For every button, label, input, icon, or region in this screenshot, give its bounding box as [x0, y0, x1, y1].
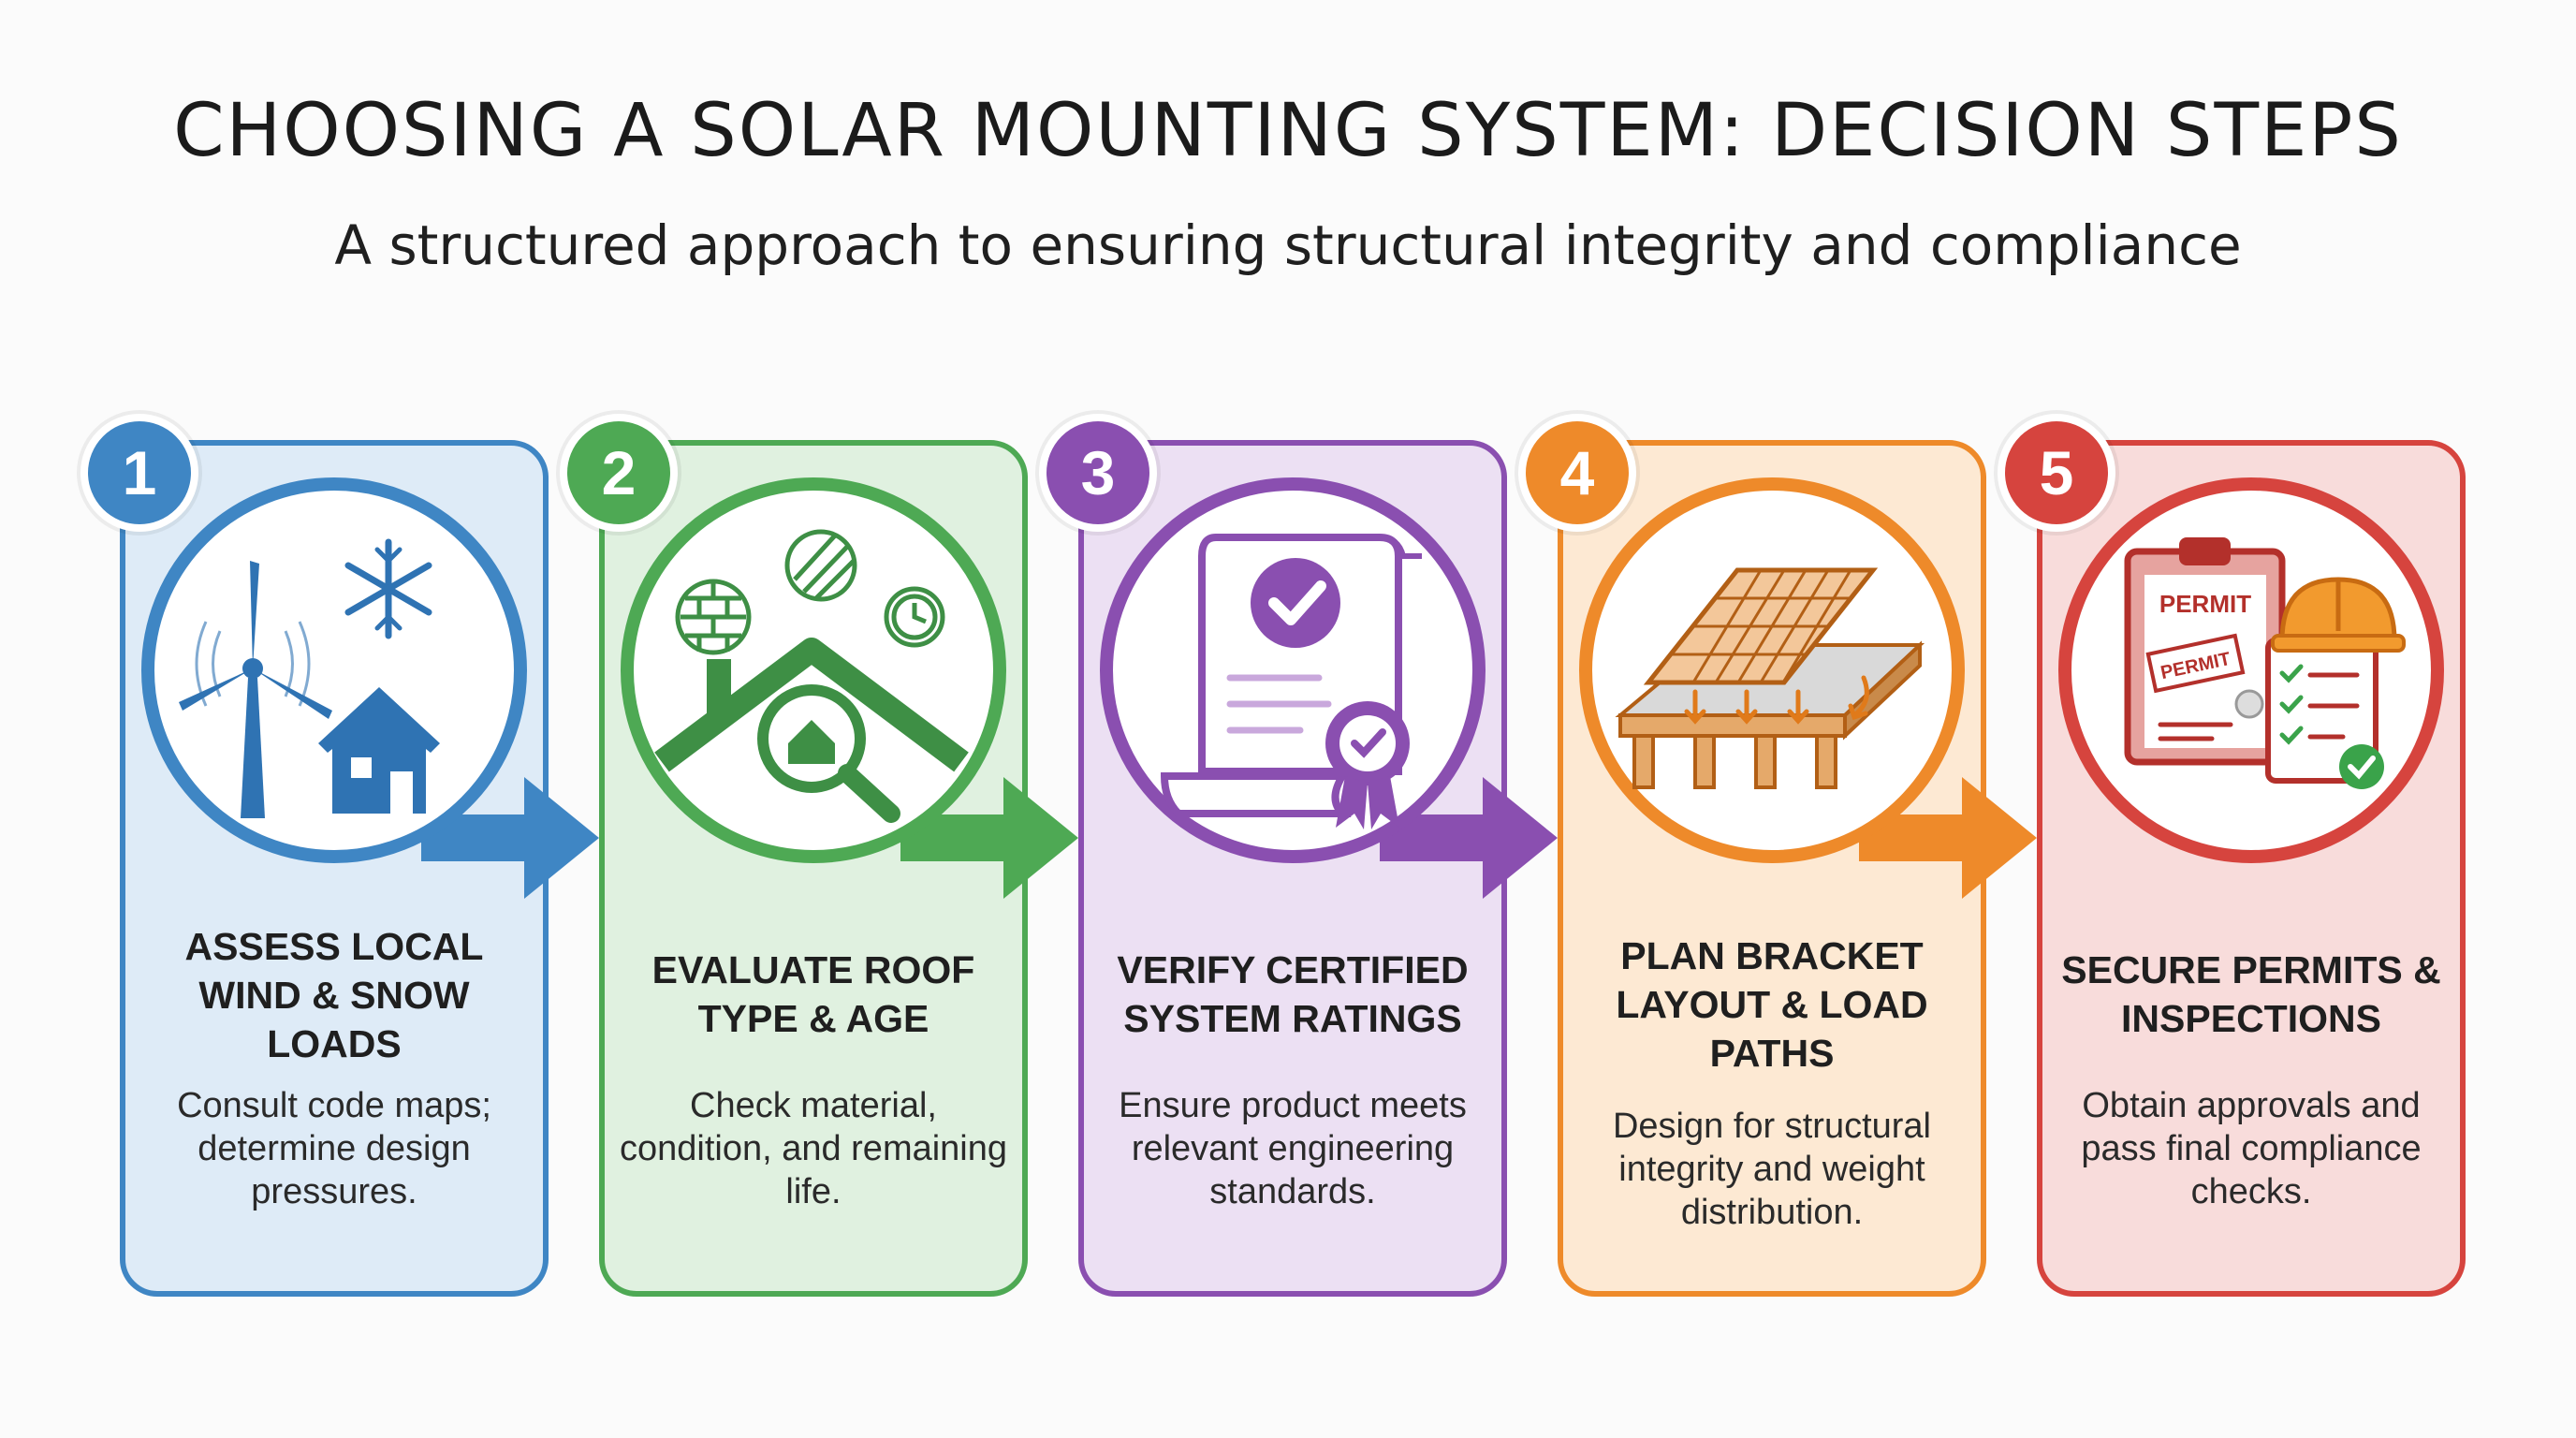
solar-panel-rafters-icon	[1615, 567, 1925, 789]
step-description: Obtain approvals and pass final complian…	[2081, 1086, 2422, 1211]
page-title: CHOOSING A SOLAR MOUNTING SYSTEM: DECISI…	[173, 89, 2403, 173]
step-number-badge: 4	[1518, 414, 1636, 532]
permit-heading-text: PERMIT	[2159, 590, 2251, 618]
step-icon-circle	[141, 477, 527, 863]
step-icon-circle: PERMIT PERMIT	[2058, 477, 2444, 863]
step-icon-circle	[1579, 477, 1965, 863]
permit-checklist-hardhat-icon: PERMIT PERMIT	[2124, 537, 2406, 789]
step-icon-circle	[1100, 477, 1486, 863]
step-title: SECURE PERMITS & INSPECTIONS	[2061, 948, 2441, 1040]
step-description: Ensure product meets relevant engineerin…	[1119, 1086, 1467, 1211]
roof-inspection-icon	[654, 529, 969, 823]
step-description: Design for structural integrity and weig…	[1612, 1107, 1931, 1232]
page-subtitle: A structured approach to ensuring struct…	[334, 213, 2242, 277]
arrow-3-to-4-icon	[1380, 777, 1558, 899]
certificate-icon	[1160, 534, 1422, 829]
step-number-badge: 1	[80, 414, 198, 532]
step-title: PLAN BRACKET LAYOUT & LOAD PATHS	[1616, 934, 1928, 1075]
step-3-card: 3 VERIFY CERTIFIED SYSTEM RATINGS Ensure…	[1039, 414, 1507, 1297]
step-1-card: 1 ASSESS LOCAL WIND & SNOW LOADS Consult…	[80, 414, 549, 1297]
step-title: VERIFY CERTIFIED SYSTEM RATINGS	[1117, 948, 1469, 1040]
arrow-4-to-5-icon	[1859, 777, 2037, 899]
step-description: Consult code maps; determine design pres…	[177, 1086, 491, 1211]
step-4-card: 4 PLAN BRACKET LAYOUT & LOAD PATHS Desig…	[1518, 414, 1986, 1297]
step-5-card: PERMIT PERMIT	[1998, 414, 2466, 1297]
wind-turbine-snowflake-house-icon	[179, 538, 440, 818]
step-2-card: 2 EVALUATE ROOF TYPE & AGE Check materia…	[560, 414, 1028, 1297]
step-description: Check material, condition, and remaining…	[619, 1086, 1008, 1211]
step-number-badge: 5	[1998, 414, 2115, 532]
step-icon-circle	[621, 477, 1006, 863]
step-title: EVALUATE ROOF TYPE & AGE	[651, 948, 975, 1040]
arrow-2-to-3-icon	[900, 777, 1078, 899]
step-number-badge: 2	[560, 414, 678, 532]
step-number-badge: 3	[1039, 414, 1157, 532]
step-title: ASSESS LOCAL WIND & SNOW LOADS	[184, 925, 484, 1065]
arrow-1-to-2-icon	[421, 777, 599, 899]
